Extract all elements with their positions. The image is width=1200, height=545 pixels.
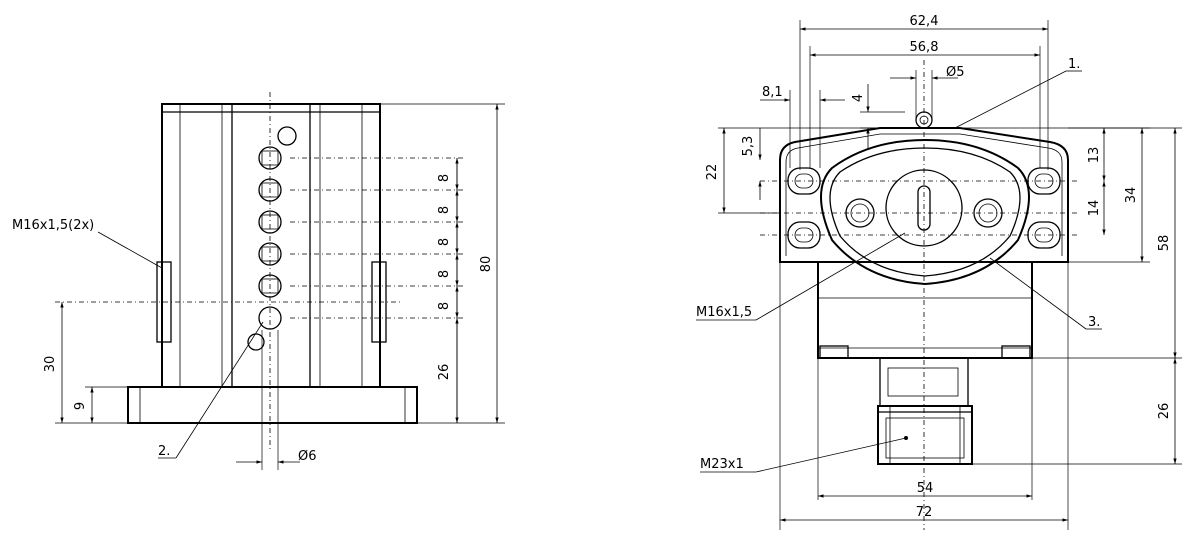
dim-9: 9 — [73, 402, 88, 410]
dim-56-8: 56,8 — [910, 40, 939, 55]
label-callout-2: 2. — [158, 444, 170, 459]
dim-5-3: 5,3 — [741, 136, 756, 157]
dim-72: 72 — [916, 505, 933, 520]
dim-4: 4 — [851, 94, 866, 102]
label-thread-left: M16x1,5(2x) — [12, 218, 94, 233]
right-view: 62,4 56,8 Ø5 8,1 4 22 5,3 13 14 — [696, 14, 1182, 530]
dim-80: 80 — [479, 256, 494, 273]
dim-26-right: 26 — [1157, 403, 1172, 420]
gasket — [820, 138, 1030, 286]
left-view: 8 8 8 8 8 26 80 30 9 Ø6 M16x1,5(2x) 2. — [12, 92, 505, 470]
dim-30: 30 — [43, 356, 58, 373]
dim-26-left: 26 — [437, 364, 452, 381]
dim-34: 34 — [1124, 187, 1139, 204]
connector-body — [877, 405, 973, 465]
dim-8-c: 8 — [437, 238, 452, 246]
led-stack — [247, 146, 282, 351]
dim-54: 54 — [917, 481, 934, 496]
dim-14: 14 — [1087, 200, 1102, 217]
label-callout-3: 3. — [1088, 315, 1100, 330]
dim-8-e: 8 — [437, 302, 452, 310]
dim-phi6: Ø6 — [298, 449, 317, 464]
left-housing — [161, 103, 381, 388]
dim-8-b: 8 — [437, 206, 452, 214]
dim-62-4: 62,4 — [910, 14, 939, 29]
dim-58: 58 — [1157, 235, 1172, 252]
label-thread-right: M16x1,5 — [696, 305, 752, 320]
label-callout-1: 1. — [1068, 57, 1080, 72]
dim-phi5: Ø5 — [946, 65, 965, 80]
dim-8-d: 8 — [437, 270, 452, 278]
dim-8-a: 8 — [437, 174, 452, 182]
label-connector: M23x1 — [700, 457, 744, 472]
dim-13: 13 — [1087, 147, 1102, 164]
dim-22: 22 — [705, 164, 720, 181]
left-base — [127, 386, 418, 424]
left-top-hole — [277, 126, 297, 146]
dim-8-1: 8,1 — [762, 85, 783, 100]
